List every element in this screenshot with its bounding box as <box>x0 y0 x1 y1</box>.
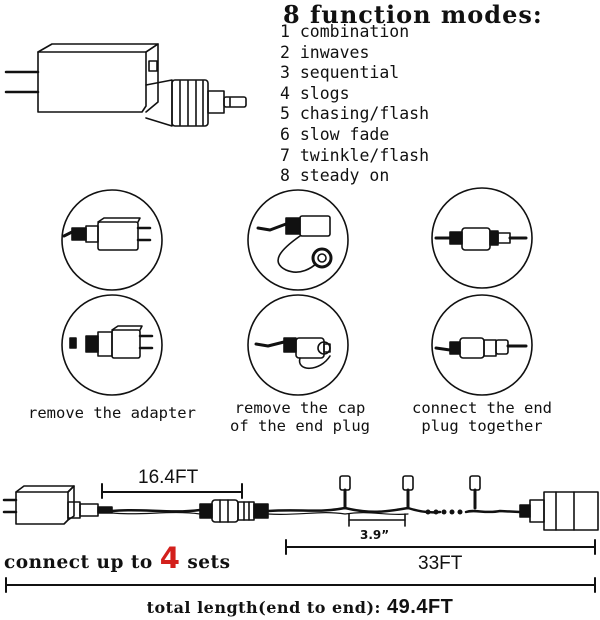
mode-item: 6 slow fade <box>280 124 390 144</box>
dim-line-bulb-spacing <box>348 513 406 527</box>
step-label-remove-adapter: remove the adapter <box>12 404 212 422</box>
mode-item: 4 slogs <box>280 83 350 103</box>
step-label-line: plug together <box>421 417 543 435</box>
dim-line-string <box>285 539 596 555</box>
step-circle-adapter-removed <box>61 294 163 396</box>
bulb-spacing-label: 3.9” <box>360 528 390 542</box>
mode-item: 7 twinkle/flash <box>280 145 430 165</box>
step-circle-adapter-attached <box>61 189 163 291</box>
mode-item: 2 inwaves <box>280 42 370 62</box>
step-circle-plugs-connected <box>431 294 533 396</box>
modes-title: 8 function modes: <box>283 0 543 29</box>
continuation-dots <box>425 509 463 515</box>
controller-adapter-illustration <box>4 43 247 127</box>
step-circle-cap-on <box>247 189 349 291</box>
bulb-3 <box>469 475 481 510</box>
connect-sets-text: connect up to 4 sets <box>4 541 231 575</box>
connect-suffix: sets <box>187 552 231 573</box>
full-string-illustration <box>2 475 599 531</box>
step-label-line: remove the cap <box>234 399 366 417</box>
string-length-label: 33FT <box>418 553 463 574</box>
mode-item: 8 steady on <box>280 166 390 186</box>
step-label-connect-plugs: connect the end plug together <box>392 399 572 435</box>
connect-prefix: connect up to <box>4 552 153 573</box>
mode-item: 1 combination <box>280 22 410 41</box>
step-circle-plugs-separate <box>431 187 533 289</box>
bulb-1 <box>339 475 351 510</box>
total-length: total length(end to end): 49.4FT <box>0 596 600 619</box>
lead-length-label: 16.4FT <box>138 467 199 488</box>
step-circle-cap-removed <box>247 294 349 396</box>
step-label-line: of the end plug <box>230 417 370 435</box>
mode-item: 5 chasing/flash <box>280 104 430 124</box>
step-label-remove-cap: remove the cap of the end plug <box>210 399 390 435</box>
step-label-line: connect the end <box>412 399 552 417</box>
mode-item: 3 sequential <box>280 63 400 83</box>
dim-line-lead <box>101 483 243 499</box>
total-length-value: 49.4FT <box>387 596 454 618</box>
modes-list: 1 combination 2 inwaves 3 sequential 4 s… <box>280 22 429 187</box>
step-label-line: remove the adapter <box>28 404 196 422</box>
dim-line-total <box>5 577 596 593</box>
total-length-label: total length(end to end): <box>146 598 381 617</box>
connect-number: 4 <box>159 541 181 575</box>
bulb-2 <box>402 475 414 510</box>
